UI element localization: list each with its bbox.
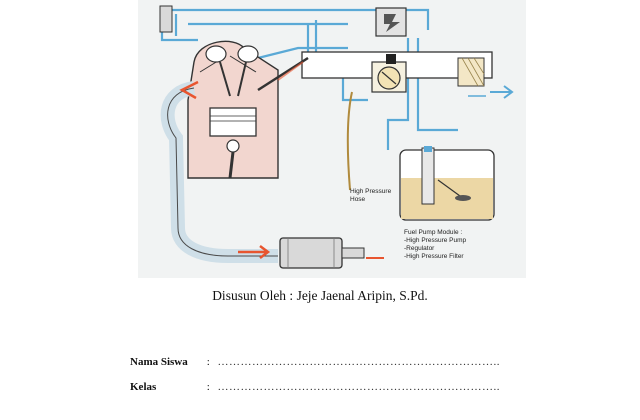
class-row: Kelas : ……………………………………………………………….. xyxy=(130,381,530,393)
student-name-colon: : xyxy=(206,356,210,368)
intake-system xyxy=(301,51,514,99)
piston xyxy=(209,107,257,137)
pump-label-line2: -High Pressure Pump xyxy=(404,237,467,244)
engine-block xyxy=(187,40,309,179)
hose-label-line2: Hose xyxy=(350,196,366,203)
student-name-row: Nama Siswa : ……………………………………………………………….. xyxy=(130,356,530,368)
pump-label-line4: -High Pressure Filter xyxy=(404,253,464,260)
pump-label-line3: -Regulator xyxy=(404,245,435,252)
valve-cams xyxy=(205,45,259,97)
class-blank[interactable]: ……………………………………………………………….. xyxy=(217,381,500,393)
class-label: Kelas xyxy=(130,381,157,393)
class-colon: : xyxy=(206,381,210,393)
fuel-injection-diagram: High Pressure Hose Fuel Pump Module : -H… xyxy=(138,0,526,278)
fuel-tank xyxy=(399,146,495,221)
catalytic-converter xyxy=(279,237,343,269)
student-name-blank[interactable]: ……………………………………………………………….. xyxy=(217,356,500,368)
pump-label-line1: Fuel Pump Module : xyxy=(404,229,462,236)
author-credit: Disusun Oleh : Jeje Jaenal Aripin, S.Pd. xyxy=(212,288,428,303)
high-pressure-hose xyxy=(346,91,353,191)
hose-label-line1: High Pressure xyxy=(350,188,392,195)
exhaust-system xyxy=(160,80,384,269)
student-name-label: Nama Siswa xyxy=(130,356,188,368)
